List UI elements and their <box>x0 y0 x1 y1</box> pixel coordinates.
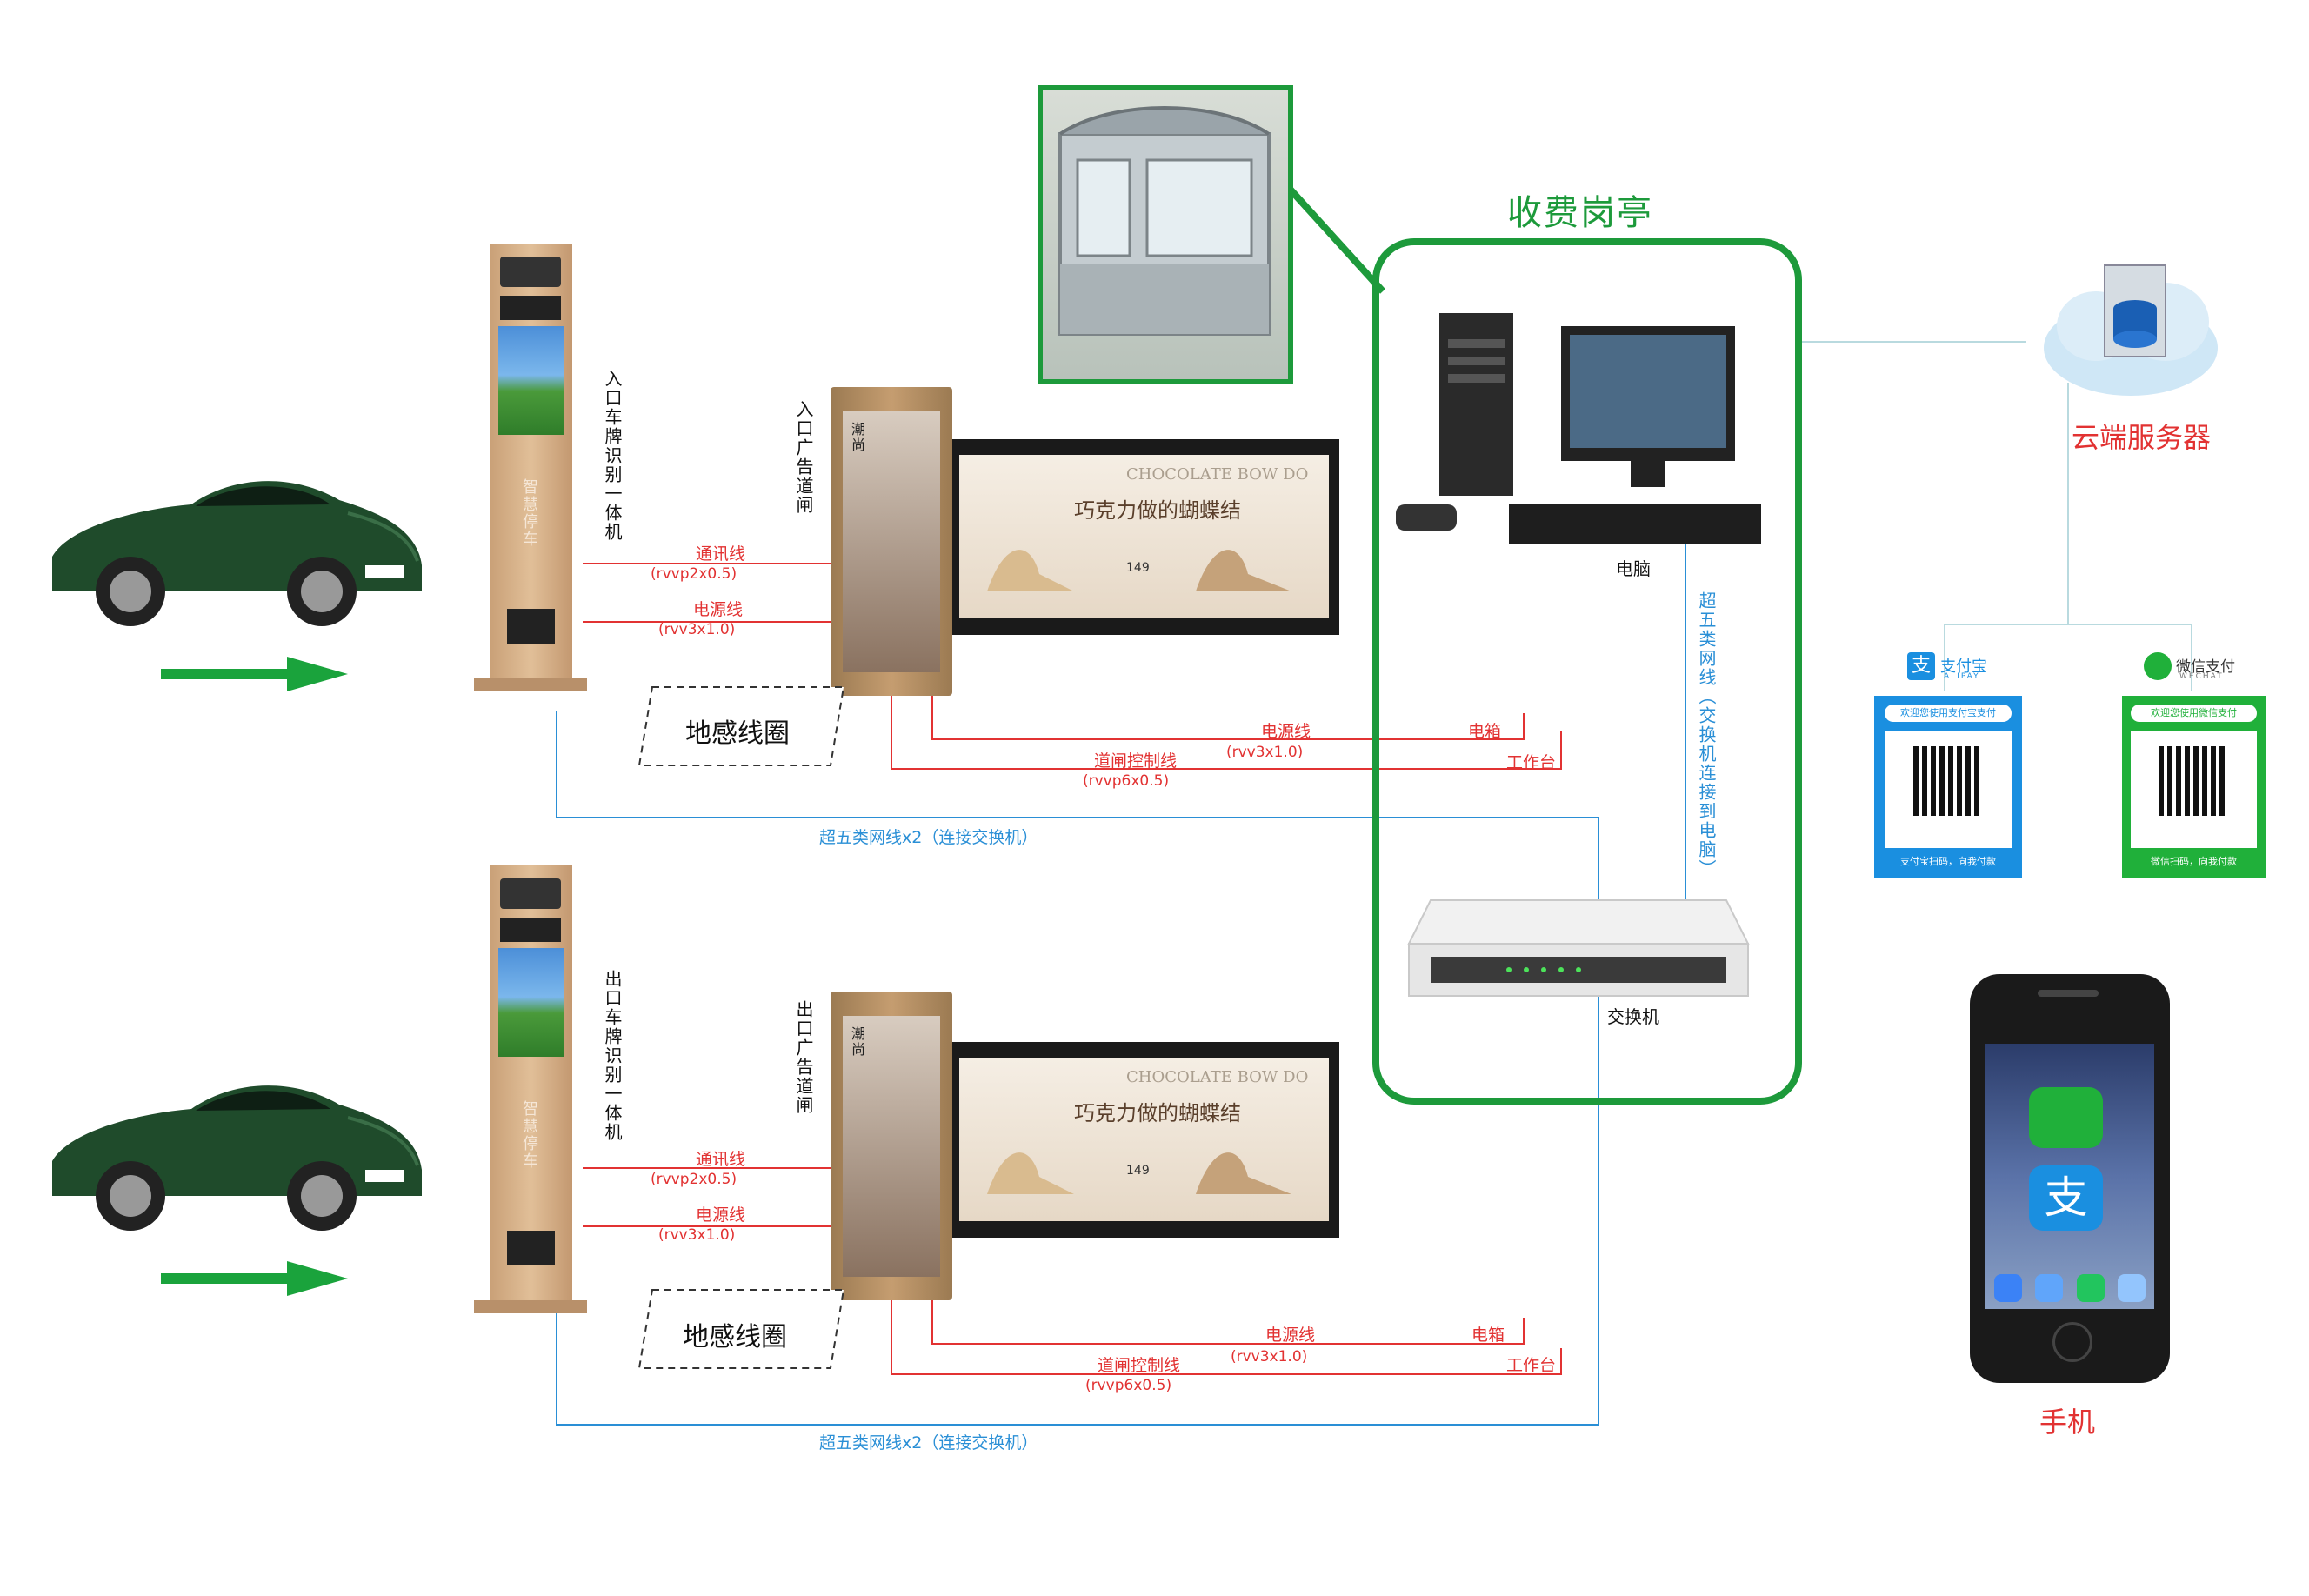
exit-network-label: 超五类网线x2（连接交换机） <box>819 1433 1038 1452</box>
exit-gate-power-label: 电源线 <box>1265 1326 1316 1345</box>
exit-gate-ctrl-wire <box>891 1300 1562 1375</box>
entrance-gate-label: 入口广告道闸 <box>793 400 814 515</box>
entrance-gate-power-spec: (rvv3x1.0) <box>1226 744 1304 761</box>
exit-car-icon <box>52 1085 422 1231</box>
computer-icon <box>1396 313 1761 544</box>
entrance-lpr-label: 入口车牌识别一体机 <box>602 370 623 542</box>
exit-gate-label: 出口广告道闸 <box>793 1000 814 1115</box>
phone-label: 手机 <box>2039 1406 2096 1439</box>
exit-loop-label: 地感线圈 <box>683 1322 787 1352</box>
booth-title: 收费岗亭 <box>1507 193 1653 233</box>
exit-arrow-icon <box>161 1261 348 1296</box>
exit-comm-label: 通讯线 <box>696 1150 746 1169</box>
exit-gate-power-wire <box>931 1300 1525 1345</box>
entrance-comm-spec: (rvvp2x0.5) <box>651 565 737 583</box>
exit-gate-boom: CHOCOLATE BOW DO 巧克力做的蝴蝶结 149 <box>952 1042 1339 1238</box>
exit-workbench-label: 工作台 <box>1506 1356 1557 1375</box>
exit-gate-cabinet: 潮尚 <box>831 992 952 1300</box>
entrance-gate-power-wire <box>931 696 1525 740</box>
entrance-lpr-screen <box>498 326 564 435</box>
cloud-label: 云端服务器 <box>2072 421 2212 454</box>
entrance-network-label: 超五类网线x2（连接交换机） <box>819 828 1038 847</box>
pc-switch-cable-label: 超五类网线（交换机连接到电脑） <box>1696 591 1717 878</box>
booth-photo <box>1038 85 1293 384</box>
entrance-network-wire <box>556 711 1599 961</box>
alipay-card: 支 支付宝 ALIPAY 欢迎您使用支付宝支付 支付宝扫码，向我付款 <box>1874 652 2022 878</box>
exit-power-spec: (rvv3x1.0) <box>658 1226 736 1244</box>
exit-lpr-label: 出口车牌识别一体机 <box>602 970 623 1142</box>
switch-label: 交换机 <box>1607 1006 1659 1027</box>
entrance-power-box-label: 电箱 <box>1468 722 1502 741</box>
home-button-icon <box>2052 1322 2092 1362</box>
entrance-gate-cabinet: 潮尚 <box>831 387 952 696</box>
entrance-lpr-screen-text: 智慧停车 <box>520 478 538 548</box>
exit-lpr-screen-text: 智慧停车 <box>520 1100 538 1170</box>
exit-gate-ctrl-spec: (rvvp6x0.5) <box>1085 1377 1172 1394</box>
booth-frame <box>1372 238 1802 1105</box>
exit-lpr-screen <box>498 948 564 1057</box>
entrance-gate-ad-screen <box>843 411 940 672</box>
entrance-gate-ctrl-label: 道闸控制线 <box>1094 751 1178 771</box>
alipay-qr-icon <box>1885 731 2012 848</box>
entrance-arrow-icon <box>161 657 348 691</box>
switch-icon <box>1407 899 1750 997</box>
entrance-gate-ctrl-spec: (rvvp6x0.5) <box>1083 772 1170 790</box>
entrance-lpr-unit: 智慧停车 <box>474 244 587 705</box>
wechat-logo-icon <box>2144 652 2172 680</box>
entrance-gate-power-label: 电源线 <box>1261 722 1311 741</box>
shoes-icon <box>987 1152 1291 1194</box>
alipay-logo-icon: 支 <box>1907 652 1935 680</box>
wechat-qr-icon <box>2131 731 2257 848</box>
exit-gate-ctrl-label: 道闸控制线 <box>1098 1356 1181 1375</box>
shoes-icon <box>987 550 1291 591</box>
computer-label: 电脑 <box>1616 558 1651 579</box>
entrance-loop-label: 地感线圈 <box>685 718 790 749</box>
kiosk-icon <box>1058 106 1271 336</box>
entrance-lpr-keypad <box>507 609 555 644</box>
entrance-power-spec: (rvv3x1.0) <box>658 621 736 638</box>
exit-network-wire <box>556 974 1599 1426</box>
exit-gate-power-spec: (rvv3x1.0) <box>1231 1348 1308 1366</box>
entrance-power-label: 电源线 <box>693 600 744 619</box>
entrance-comm-label: 通讯线 <box>696 544 746 564</box>
alipay-app-icon: 支 <box>2029 1165 2103 1231</box>
wechat-app-icon <box>2029 1087 2103 1148</box>
entrance-gate-boom: CHOCOLATE BOW DO 巧克力做的蝴蝶结 149 <box>952 439 1339 635</box>
exit-power-box-label: 电箱 <box>1471 1326 1505 1345</box>
entrance-loop-box <box>637 686 845 766</box>
exit-power-label: 电源线 <box>696 1205 746 1225</box>
entrance-car-icon <box>52 481 422 626</box>
phone-screen: 支 <box>1985 1044 2154 1309</box>
exit-loop-box <box>637 1289 845 1369</box>
exit-lpr-keypad <box>507 1231 555 1265</box>
exit-comm-spec: (rvvp2x0.5) <box>651 1171 737 1188</box>
entrance-workbench-label: 工作台 <box>1506 753 1557 772</box>
phone-icon: 支 <box>1970 974 2170 1383</box>
exit-lpr-unit: 智慧停车 <box>474 865 587 1326</box>
cloud-server-icon <box>2044 264 2218 396</box>
wechat-card: 微信支付 WECHAT 欢迎您使用微信支付 微信扫码，向我付款 <box>2122 652 2266 878</box>
exit-gate-ad-screen <box>843 1016 940 1277</box>
